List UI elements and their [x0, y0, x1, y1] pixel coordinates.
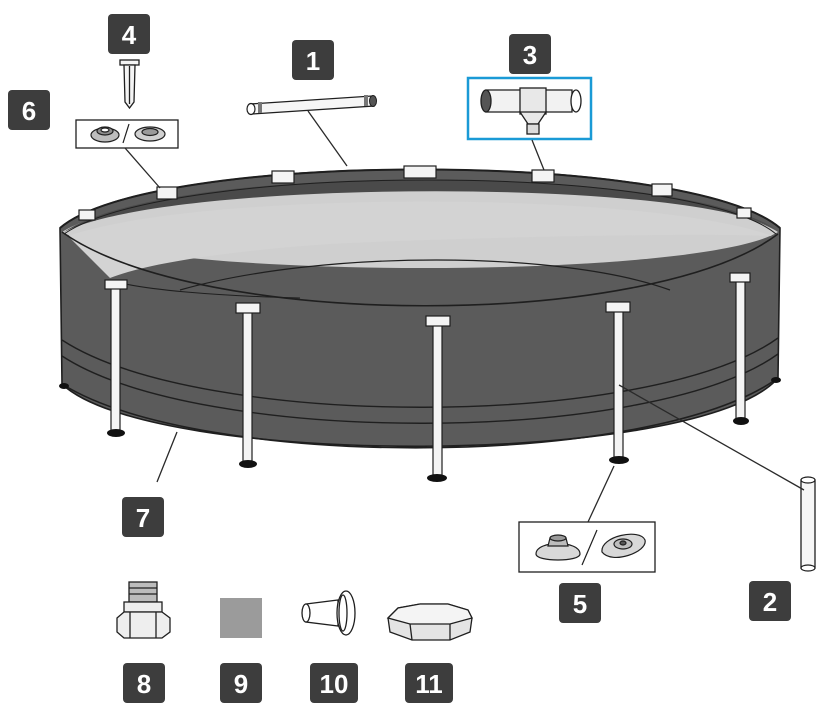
callout-badge-9: 9 [220, 663, 262, 703]
plunger-valve [116, 581, 171, 639]
callout-badge-8: 8 [123, 663, 165, 703]
joint-pin [119, 59, 140, 110]
repair-patch [220, 598, 262, 638]
callout-badge-7: 7 [122, 497, 164, 537]
callout-badge-1: 1 [292, 40, 334, 80]
svg-text:4: 4 [122, 20, 137, 50]
leg-seal [90, 123, 166, 144]
callout-badge-4: 4 [108, 14, 150, 54]
t-joint-highlight-box [466, 76, 593, 141]
pool-legs [78, 165, 752, 478]
horizontal-beam [246, 95, 377, 116]
svg-text:10: 10 [320, 669, 349, 699]
svg-text:7: 7 [136, 503, 150, 533]
svg-text:11: 11 [415, 669, 443, 699]
vertical-leg [800, 476, 816, 572]
svg-text:5: 5 [573, 589, 587, 619]
callout-badge-2: 2 [749, 581, 791, 621]
callout-badge-3: 3 [509, 34, 551, 74]
svg-text:1: 1 [306, 46, 320, 76]
callout-badge-11: 11 [405, 663, 453, 703]
leg-cap [535, 529, 646, 566]
t-joint [480, 87, 582, 135]
svg-text:8: 8 [137, 669, 151, 699]
leg-feet [59, 377, 781, 482]
svg-text:9: 9 [234, 669, 248, 699]
pool-liner [59, 168, 781, 449]
svg-text:3: 3 [523, 40, 537, 70]
callout-badge-6: 6 [8, 90, 50, 130]
strainer-connector [301, 590, 356, 636]
drain-cap [386, 603, 473, 641]
svg-text:2: 2 [763, 587, 777, 617]
callout-badge-10: 10 [310, 663, 358, 703]
svg-text:6: 6 [22, 96, 36, 126]
callout-badge-5: 5 [559, 583, 601, 623]
